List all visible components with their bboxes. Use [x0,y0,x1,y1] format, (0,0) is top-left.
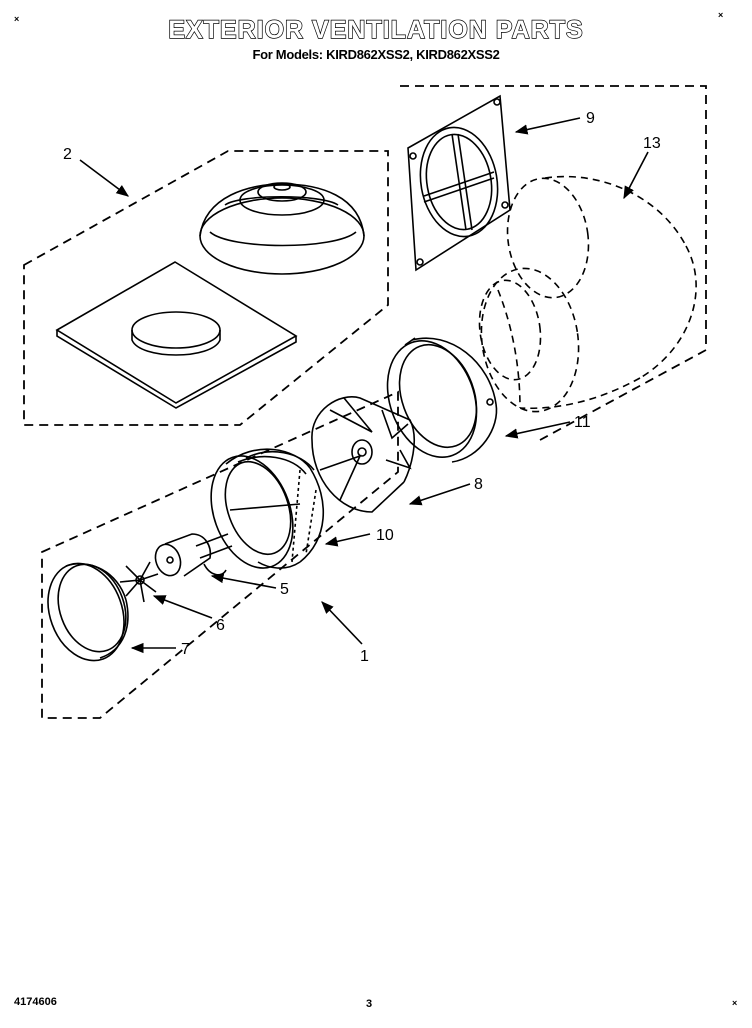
callout-1: 1 [360,648,369,665]
callout-5: 5 [280,581,289,598]
blower-wheel-part [311,396,416,513]
leader-13 [623,151,649,200]
leader-8 [408,483,471,506]
model-list: For Models: KIRD862XSS2, KIRD862XSS2 [252,47,500,62]
leader-10 [324,533,371,547]
motor-housing-part [210,448,325,569]
group-9-13-outline [400,85,707,441]
callout-13: 13 [643,135,661,152]
callout-10: 10 [376,527,394,544]
page-number: 3 [366,998,373,1010]
callout-8: 8 [474,476,483,493]
roof-plate-part [55,261,298,409]
flex-duct-part [478,175,697,413]
callout-9: 9 [586,110,595,127]
wall-grille-part [407,94,511,272]
corner-mark-top-right: × [718,10,724,20]
duct-collar-part [386,337,498,463]
leader-5 [210,573,277,589]
document-number: 4174606 [14,996,57,1008]
cover-lens-part [47,562,129,662]
callout-2: 2 [63,146,72,163]
page-title: EXTERIOR VENTILATION PARTS [168,15,584,44]
motor-part [154,533,233,577]
callout-11: 11 [574,414,591,431]
leader-6 [152,595,213,619]
leader-9 [514,117,581,135]
callout-7: 7 [181,641,190,658]
leader-2 [79,159,130,197]
corner-mark-bottom-right: × [732,998,738,1008]
corner-mark-top-left: × [14,14,20,24]
leader-1 [321,601,363,645]
leader-11 [504,421,571,439]
callout-6: 6 [216,617,225,634]
roof-cap-part [199,182,365,275]
group-2-outline [23,150,389,426]
fan-blade-part [119,561,159,603]
group-1-outline [41,390,399,719]
